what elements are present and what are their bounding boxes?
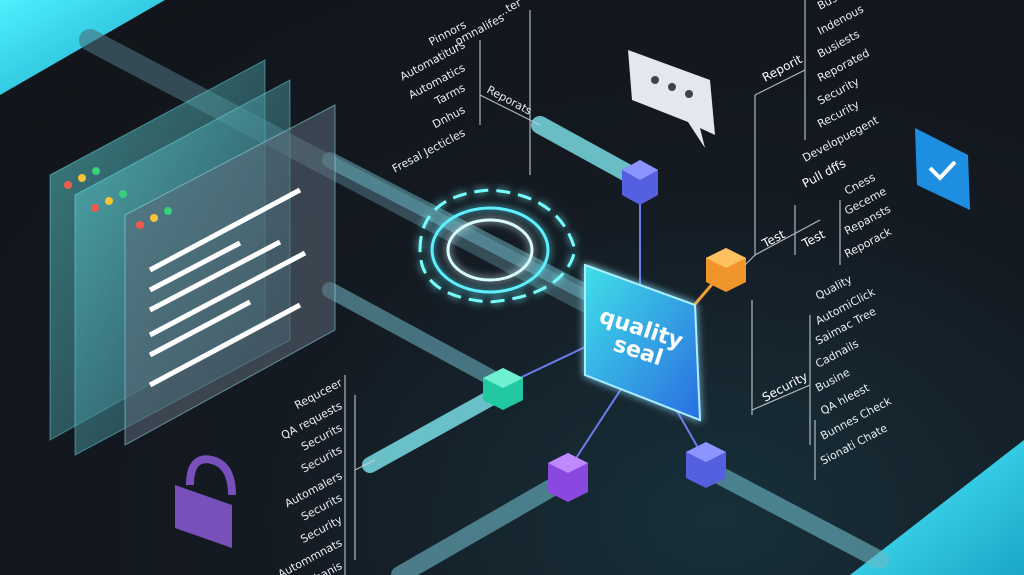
cube-node-icon bbox=[483, 368, 523, 410]
cube-node-icon bbox=[548, 453, 588, 502]
tree-label: Test bbox=[799, 227, 828, 251]
checkmark-badge-icon bbox=[915, 128, 970, 210]
gear-icon bbox=[418, 188, 577, 304]
tree-label: Test bbox=[759, 227, 788, 251]
tree-lines bbox=[344, 0, 841, 575]
cube-node-icon bbox=[706, 248, 746, 292]
tree-label: Fresal Jecticles bbox=[390, 126, 468, 175]
chat-bubble-icon bbox=[628, 50, 715, 148]
quality-seal: quality seal bbox=[584, 263, 702, 422]
tree-label: Dnhus bbox=[430, 103, 467, 131]
lock-icon bbox=[175, 455, 236, 548]
tree-label: Security bbox=[760, 369, 810, 404]
corner-accent-bottom-right bbox=[850, 440, 1024, 575]
cube-node-icon bbox=[686, 442, 726, 488]
cube-node-icon bbox=[622, 160, 658, 205]
tree-label: Reporit bbox=[760, 52, 805, 85]
browser-window-icon bbox=[49, 59, 336, 456]
